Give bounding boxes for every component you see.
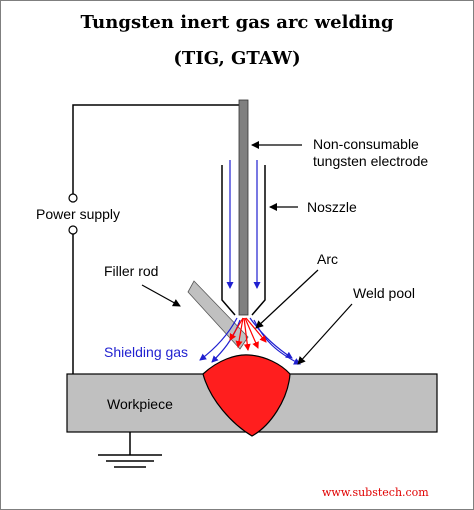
terminal-top	[68, 193, 78, 203]
electrode-label-line2: tungsten electrode	[313, 153, 428, 169]
terminal-bottom	[68, 225, 78, 235]
credit-text: www.substech.com	[322, 486, 429, 499]
arc-label: Arc	[317, 251, 338, 267]
power-circuit	[68, 104, 243, 374]
ground-icon	[98, 432, 162, 468]
nozzle	[221, 165, 266, 316]
tungsten-electrode	[238, 99, 249, 316]
weld-pool-label: Weld pool	[353, 285, 415, 301]
filler-rod	[187, 280, 249, 350]
nozzle-label: Noszzle	[307, 199, 357, 215]
weld-pool	[202, 354, 291, 437]
arc-arrows	[229, 317, 267, 351]
diagram-subtitle: (TIG, GTAW)	[173, 48, 301, 69]
filler-rod-leader-arrow	[141, 284, 181, 307]
workpiece-label: Workpiece	[107, 396, 173, 412]
arc-leader-arrow	[255, 269, 319, 329]
filler-rod-label: Filler rod	[104, 263, 158, 279]
power-supply-label: Power supply	[36, 206, 120, 222]
shielding-gas-label: Shielding gas	[104, 344, 188, 360]
electrode-label-line1: Non-consumable	[313, 136, 419, 152]
diagram-title: Tungsten inert gas arc welding	[80, 12, 394, 33]
weld-pool-leader-arrow	[297, 303, 353, 365]
